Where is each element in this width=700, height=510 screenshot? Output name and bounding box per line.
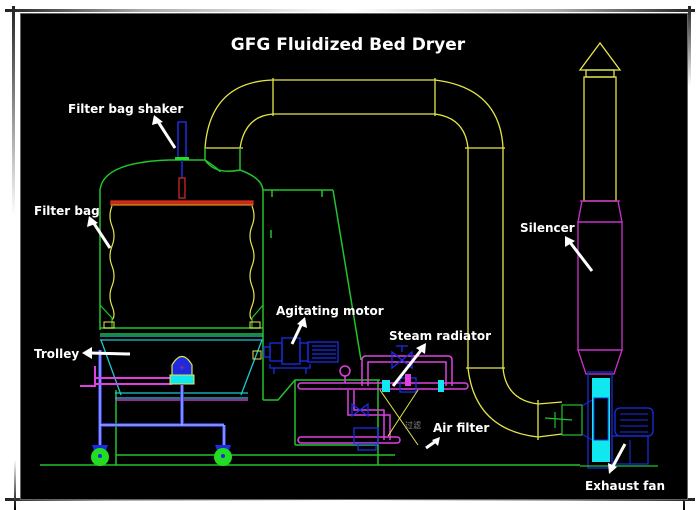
duct-reducer [537,433,563,438]
fan-inlet [544,404,583,436]
duct-elbow-left-inner [239,113,274,149]
exhaust-fan [581,371,654,469]
chimney-collar [585,69,615,78]
diagram-title: GFG Fluidized Bed Dryer [231,35,466,55]
duct-elbow-left-outer [204,79,274,149]
trolley-wheel [214,445,232,466]
filter-bag-shaker [175,121,189,199]
label-agitating-motor: Agitating motor [276,304,384,318]
chimney-cap [578,41,622,71]
dryer-body [40,148,580,466]
trolley-frame-highlight [99,350,225,450]
label-filter-bag: Filter bag [34,204,100,218]
frame-shadow-right [688,6,691,86]
filter-bag [99,200,264,329]
frame-shadow-top [5,9,695,12]
label-silencer: Silencer [520,221,575,235]
label-exhaust-fan: Exhaust fan [585,479,665,493]
annotation-arrows [82,115,627,474]
frame-tick [14,460,16,510]
label-trolley: Trolley [34,347,79,361]
trolley-wheel [91,445,109,466]
exhaust-duct [204,41,622,440]
duct-reducer [537,401,563,405]
frame-shadow-left [12,6,15,216]
duct-elbow-bottom-inner [502,367,539,405]
product-bowl [100,335,263,399]
silencer [577,200,623,375]
diagram-canvas [20,13,688,500]
radiator-valves [351,345,444,451]
label-air-filter: Air filter [433,421,489,435]
air-filter: 过滤 [379,389,421,446]
agitating-motor [263,337,339,374]
agitator-drum: + [169,355,195,385]
duct-elbow-bottom-outer [467,367,539,438]
motor-coupling [252,350,262,360]
chimney-pipe [583,76,617,202]
label-filter-bag-shaker: Filter bag shaker [68,102,183,116]
label-steam-radiator: Steam radiator [389,329,491,343]
svg-text:过滤: 过滤 [405,420,421,430]
svg-text:+: + [179,364,185,372]
duct-elbow-right-inner [434,113,469,149]
trolley-handle [80,366,172,387]
duct-elbow-right-outer [434,79,504,149]
